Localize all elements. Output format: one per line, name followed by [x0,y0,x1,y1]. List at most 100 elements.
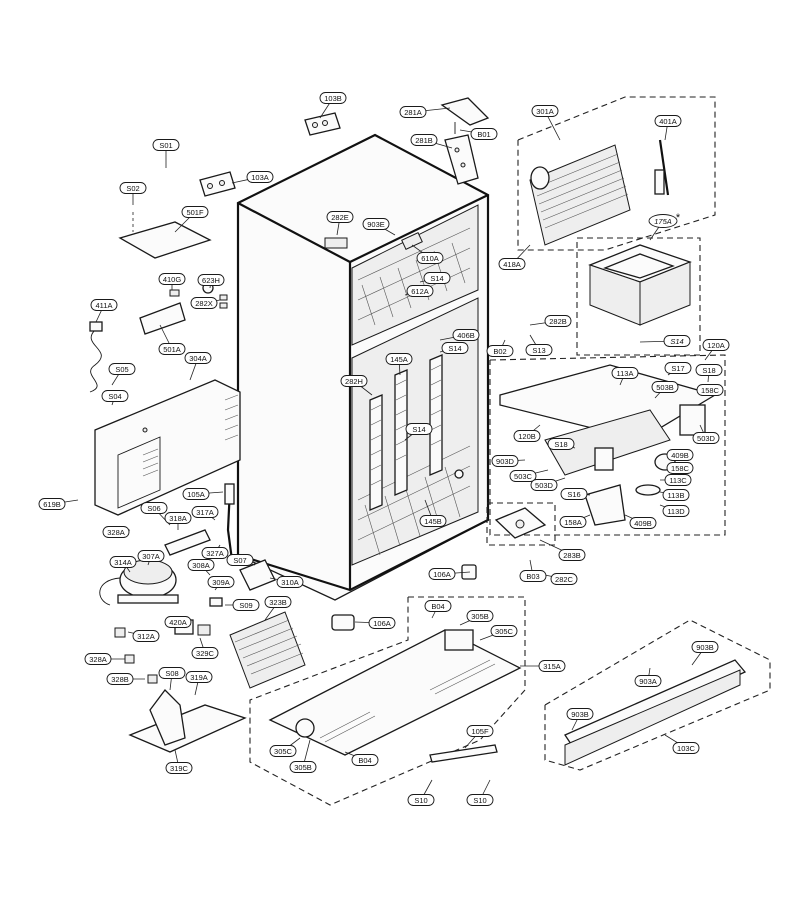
part-number-label: 319A [190,673,208,682]
callout-bubble [428,568,456,580]
part-number-label: B04 [358,756,371,765]
callout-bubble [490,625,518,637]
lamp-cover [118,212,212,259]
part-number-label: S14 [670,337,683,346]
part-number-label: 175A [654,217,672,226]
callout-bubble [466,610,494,622]
part-number-label: S17 [671,364,684,373]
part-number-label: 328A [89,655,107,664]
kick-plate [429,744,498,763]
part-number-label: 301A [536,107,554,116]
part-number-label: 113C [669,476,687,485]
callout-bubble [664,474,692,486]
callout-bubble [181,206,209,218]
condenser [229,611,306,689]
callout-bubble [140,502,168,514]
part-number-label: S06 [147,504,160,513]
callout-bubble [246,171,274,183]
compressor-base [128,689,247,753]
part-number-label: 314A [114,558,132,567]
part-number-label: 158C [701,386,720,395]
part-number-label: S16 [567,490,580,499]
part-number-label: 903E [367,220,385,229]
callout-bubble [84,653,112,665]
callout-bubble [185,671,213,683]
part-number-label: 307A [142,552,160,561]
part-number-label: 145A [390,355,408,364]
part-number-label: 317A [196,508,214,517]
top-hinge-assembly [440,97,490,185]
part-number-label: 318A [169,514,187,523]
callout-bubble [664,362,692,374]
callout-bubble [108,363,136,375]
part-number-label: 282E [331,213,349,222]
callout-bubble [441,342,469,354]
part-number-label: 305B [471,612,489,621]
callout-bubble [385,353,413,365]
callout-bubble [519,570,547,582]
callout-bubble [38,498,66,510]
part-number-label: S13 [532,346,545,355]
callout-bubble [692,432,720,444]
callout-bubble [424,600,452,612]
part-number-label: 106A [433,570,451,579]
part-number-label: 282C [555,575,574,584]
callout-bubble [419,515,447,527]
callout-bubble [207,576,235,588]
part-number-label: S14 [448,344,461,353]
part-number-label: S04 [108,392,121,401]
part-number-label: S05 [115,365,128,374]
callout-bubble [509,470,537,482]
callout-bubble [405,423,433,435]
callout-bubble [184,352,212,364]
callout-bubble [531,105,559,117]
part-number-label: 282H [345,377,363,386]
compressor [99,559,179,638]
callout-bubble [566,708,594,720]
callout-bubble [326,211,354,223]
part-number-label: S10 [473,796,486,805]
part-number-label: 305C [274,747,293,756]
callout-bubble [452,329,480,341]
part-number-label: 903A [639,677,657,686]
callout-bubble [137,550,165,562]
part-number-label: S14 [430,274,443,283]
evaporator-box [517,96,716,251]
callout-bubble [319,92,347,104]
control-board [139,282,228,335]
part-number-label: 282X [195,299,213,308]
part-number-label: S18 [702,366,715,375]
callout-bubble [662,505,690,517]
callout-bubble [486,345,514,357]
part-number-label: S10 [414,796,427,805]
callout-bubble [654,115,682,127]
callout-bubble [550,573,578,585]
callout-bubble [544,315,572,327]
part-number-label: S02 [126,184,139,193]
callout-bubble [399,106,427,118]
part-number-label: 105F [471,727,489,736]
callout-bubble [651,381,679,393]
callout-bubble [491,455,519,467]
callout-bubble [466,725,494,737]
part-number-label: B03 [526,572,539,581]
part-number-label: 319C [170,764,189,773]
callout-bubble [190,297,218,309]
part-number-label: S01 [159,141,172,150]
part-number-label: S07 [233,556,246,565]
callout-bubble [702,339,730,351]
part-number-label: 105A [187,490,205,499]
callout-bubble [90,299,118,311]
leveling-foot [331,614,355,631]
callout-bubble [666,449,694,461]
part-number-label: 113A [617,369,634,378]
callout-bubble [264,596,292,608]
tube-assembly [164,483,235,561]
part-number-label: 106A [373,619,391,628]
part-number-label: 283B [563,551,581,560]
part-number-label: 503D [535,481,554,490]
part-number-label: 329C [196,649,215,658]
callout-bubble [695,364,723,376]
